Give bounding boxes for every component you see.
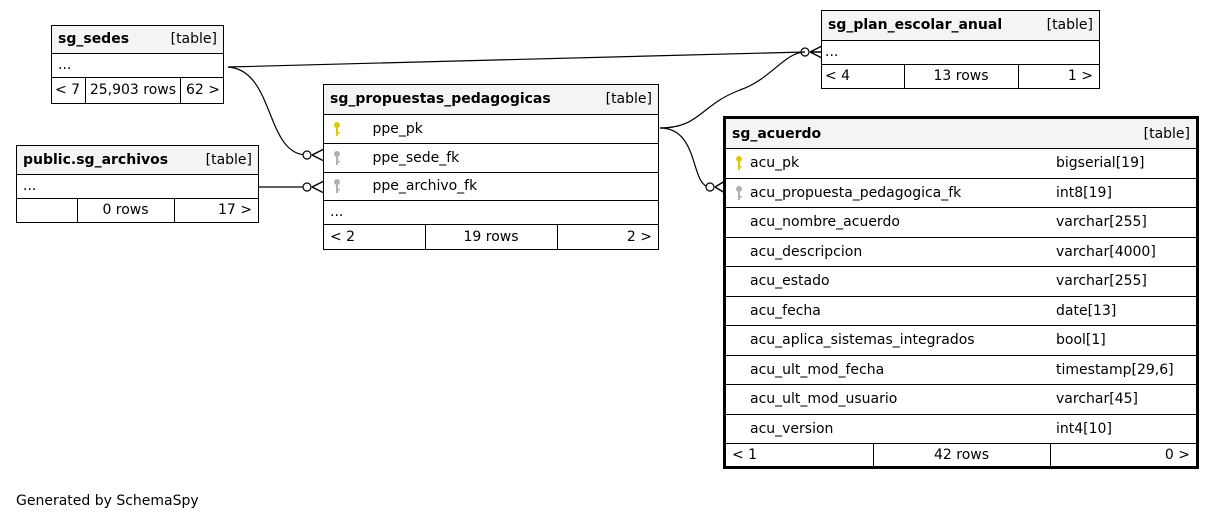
pk-key-icon: [736, 156, 742, 171]
table-type: [table]: [174, 146, 259, 175]
parents-count: < 4: [822, 63, 904, 88]
row-count: 0 rows: [76, 197, 175, 222]
row-count: 13 rows: [903, 63, 1018, 88]
column-type: varchar[255]: [1050, 207, 1197, 238]
row-count: 25,903 rows: [84, 76, 181, 103]
column-row[interactable]: acu_fecha date[13]: [726, 296, 1197, 327]
table-type: [table]: [1018, 11, 1099, 41]
table-type: [table]: [171, 26, 223, 54]
columns-ellipsis: ...: [52, 53, 223, 78]
parents-count: < 2: [324, 223, 425, 249]
column-name: acu_nombre_acuerdo: [750, 214, 900, 231]
column-type: timestamp[29,6]: [1050, 355, 1197, 386]
column-type: int8[19]: [1050, 178, 1197, 209]
column-name: ppe_archivo_fk: [372, 178, 478, 194]
column-type: varchar[45]: [1050, 384, 1197, 415]
parents-count: < 7: [52, 76, 86, 103]
children-count: 17 >: [173, 197, 259, 222]
edge-propuestas-plan: [659, 51, 806, 129]
table-name: sg_acuerdo: [726, 119, 1051, 150]
table-name: sg_plan_escolar_anual: [822, 11, 1018, 41]
column-row[interactable]: acu_ult_mod_usuario varchar[45]: [726, 384, 1197, 415]
column-name: acu_version: [750, 420, 834, 437]
table-type: [table]: [1050, 119, 1197, 150]
children-count: 62 >: [179, 76, 223, 103]
edge-crow-foot: [809, 45, 823, 59]
children-count: 2 >: [556, 223, 658, 249]
column-name: acu_pk: [750, 155, 800, 172]
column-name: acu_propuesta_pedagogica_fk: [750, 184, 962, 201]
parents-count: [17, 197, 77, 222]
fk-key-icon: [736, 185, 742, 200]
edge-optional-marker: [302, 150, 312, 160]
column-type: varchar[255]: [1050, 266, 1197, 297]
column-type: int4[10]: [1050, 414, 1197, 445]
column-name: ppe_pk: [372, 120, 423, 137]
table-sg-sedes[interactable]: sg_sedes [table] ... < 7 25,903 rows 62 …: [51, 25, 224, 104]
edge-propuestas-acuerdo: [659, 127, 711, 188]
parents-count: < 1: [726, 443, 873, 466]
column-name: acu_aplica_sistemas_integrados: [750, 332, 975, 349]
column-row[interactable]: ppe_sede_fk: [324, 143, 658, 173]
children-count: 0 >: [1049, 443, 1197, 466]
column-name: acu_ult_mod_fecha: [750, 361, 885, 378]
children-count: 1 >: [1017, 63, 1099, 88]
columns-ellipsis: ...: [17, 174, 259, 199]
column-type: date[13]: [1050, 296, 1197, 327]
column-name: acu_descripcion: [750, 243, 863, 260]
column-row[interactable]: ppe_pk: [324, 114, 658, 144]
columns-ellipsis: ...: [324, 200, 658, 225]
table-sg-plan-escolar-anual[interactable]: sg_plan_escolar_anual [table] ... < 4 13…: [821, 10, 1100, 89]
edge-sedes-plan: [227, 51, 806, 68]
edge-crow-foot: [311, 148, 325, 162]
column-row[interactable]: acu_nombre_acuerdo varchar[255]: [726, 207, 1197, 238]
row-count: 42 rows: [872, 443, 1051, 466]
table-name: sg_sedes: [52, 26, 181, 54]
fk-key-icon: [334, 150, 340, 165]
column-row[interactable]: acu_aplica_sistemas_integrados bool[1]: [726, 325, 1197, 356]
row-count: 19 rows: [424, 223, 557, 249]
edge-optional-marker: [705, 182, 715, 192]
fk-key-icon: [334, 179, 340, 193]
pk-key-icon: [334, 121, 340, 136]
column-row[interactable]: acu_ult_mod_fecha timestamp[29,6]: [726, 355, 1197, 386]
column-row[interactable]: acu_descripcion varchar[4000]: [726, 237, 1197, 268]
edge-optional-marker: [302, 182, 312, 192]
edge-sedes-propuestas: [227, 66, 308, 156]
column-name: acu_estado: [750, 273, 830, 290]
table-name: sg_propuestas_pedagogicas: [324, 85, 557, 115]
column-type: varchar[4000]: [1050, 237, 1197, 268]
edge-crow-foot: [311, 180, 325, 194]
column-row[interactable]: acu_pk bigserial[19]: [726, 148, 1197, 179]
generated-by-footer: Generated by SchemaSpy: [16, 493, 199, 509]
table-sg-propuestas-pedagogicas[interactable]: sg_propuestas_pedagogicas [table] ppe_pk…: [323, 84, 659, 250]
column-row[interactable]: ppe_archivo_fk: [324, 172, 658, 201]
column-name: acu_ult_mod_usuario: [750, 391, 898, 408]
column-row[interactable]: acu_estado varchar[255]: [726, 266, 1197, 297]
table-name: public.sg_archivos: [17, 146, 175, 175]
columns-ellipsis: ...: [822, 40, 1099, 65]
table-type: [table]: [557, 85, 658, 115]
column-type: bigserial[19]: [1050, 148, 1197, 179]
column-row[interactable]: acu_propuesta_pedagogica_fk int8[19]: [726, 178, 1197, 209]
table-sg-archivos[interactable]: public.sg_archivos [table] ... 0 rows 17…: [16, 145, 259, 223]
column-type: bool[1]: [1050, 325, 1197, 356]
column-name: ppe_sede_fk: [372, 149, 460, 166]
column-row[interactable]: acu_version int4[10]: [726, 414, 1197, 445]
column-name: acu_fecha: [750, 302, 821, 319]
